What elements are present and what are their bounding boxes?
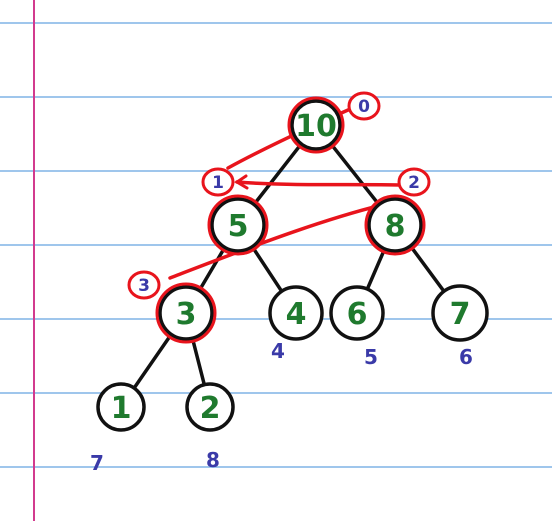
- highlight-circle: [287, 96, 345, 154]
- node-value: 10: [295, 109, 337, 144]
- arrow-head: [234, 174, 249, 190]
- tree-node: 6: [329, 285, 385, 341]
- node-circle: [367, 197, 423, 253]
- tree-node: 7: [431, 284, 489, 342]
- node-value: 1: [111, 391, 132, 426]
- node-value: 2: [200, 391, 221, 426]
- tree-edge: [408, 244, 446, 294]
- node-circle: [210, 197, 266, 253]
- index-label: 7: [90, 451, 104, 475]
- highlight-circle: [207, 194, 269, 256]
- array-indices: 0 1 2 3 4 5 6 7 8: [90, 91, 473, 475]
- tree-node: 1: [96, 382, 146, 432]
- node-circle: [185, 382, 235, 432]
- node-value: 3: [176, 297, 197, 332]
- node-circle: [431, 284, 489, 342]
- tree-edge: [132, 332, 173, 390]
- index-label: 1: [212, 173, 224, 193]
- node-circle: [329, 285, 385, 341]
- index-label: 2: [408, 173, 420, 193]
- tree-edge: [329, 142, 381, 207]
- index-circle: [127, 270, 161, 300]
- highlight-circle: [364, 194, 426, 256]
- node-value: 6: [347, 297, 368, 332]
- node-value: 7: [450, 297, 471, 332]
- index-label: 4: [271, 339, 285, 363]
- index-label: 8: [206, 448, 220, 472]
- tree-node: 8: [364, 194, 426, 256]
- node-circle: [290, 99, 342, 151]
- index-circle: [347, 91, 381, 121]
- tree-node: 10: [287, 96, 345, 154]
- tree-edge: [250, 244, 284, 294]
- index-circle: [201, 167, 235, 197]
- node-value: 5: [228, 209, 249, 244]
- node-circle: [268, 285, 324, 341]
- index-circle: [397, 167, 431, 197]
- node-value: 4: [286, 297, 307, 332]
- highlight-circle: [155, 282, 217, 344]
- tree-node: 5: [207, 194, 269, 256]
- tree-node: 2: [185, 382, 235, 432]
- tree-edge: [190, 336, 207, 387]
- node-value: 8: [385, 209, 406, 244]
- traversal-arrow: [235, 180, 402, 187]
- index-label: 3: [138, 276, 150, 296]
- index-label: 5: [364, 345, 378, 369]
- tree-edge: [252, 142, 303, 207]
- tree-node: 4: [268, 285, 324, 341]
- node-circle: [96, 382, 146, 432]
- tree-edges: [132, 142, 446, 390]
- tree-edge: [197, 245, 227, 293]
- tree-node: 3: [155, 282, 217, 344]
- index-label: 0: [358, 97, 370, 117]
- index-label: 6: [459, 345, 473, 369]
- tree-edge: [365, 247, 387, 291]
- node-circle: [158, 285, 214, 341]
